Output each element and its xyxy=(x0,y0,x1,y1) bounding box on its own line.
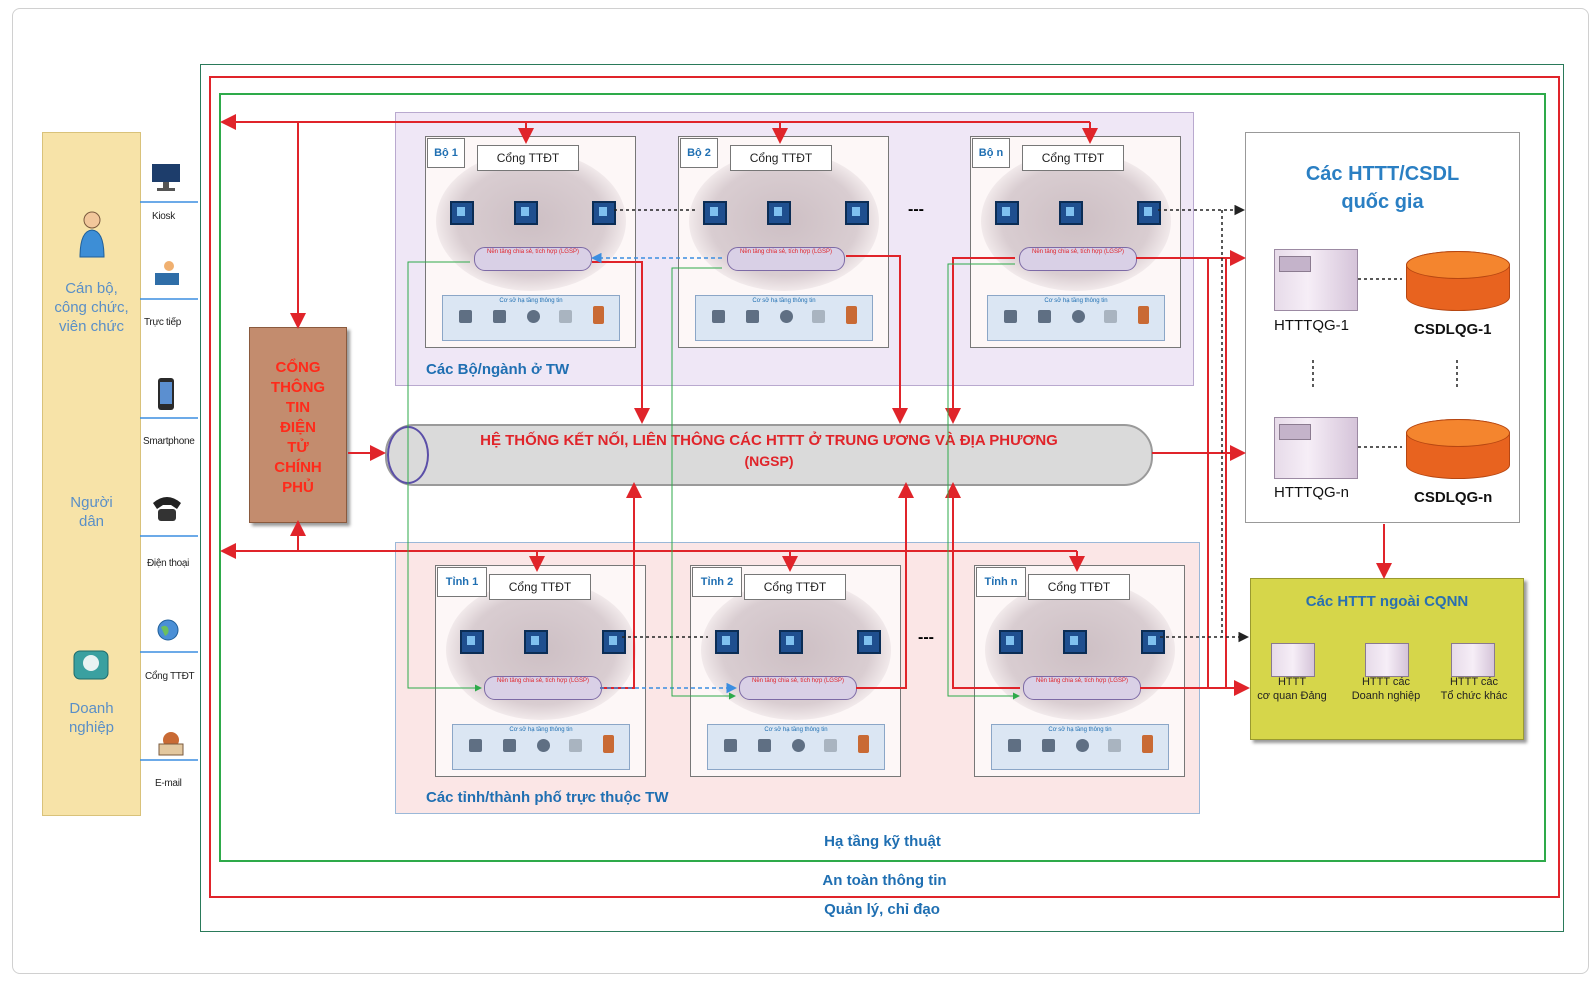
unit-ngsp-link xyxy=(592,262,642,420)
unit-ngsp-link xyxy=(856,486,906,688)
unit-ngsp-link xyxy=(846,256,900,420)
unit-ngsp-link xyxy=(953,486,1020,688)
green-link xyxy=(672,268,734,696)
unit-ngsp-link xyxy=(953,258,1015,420)
green-link xyxy=(408,262,480,688)
unit-ngsp-link xyxy=(600,486,634,688)
green-link xyxy=(948,264,1018,696)
